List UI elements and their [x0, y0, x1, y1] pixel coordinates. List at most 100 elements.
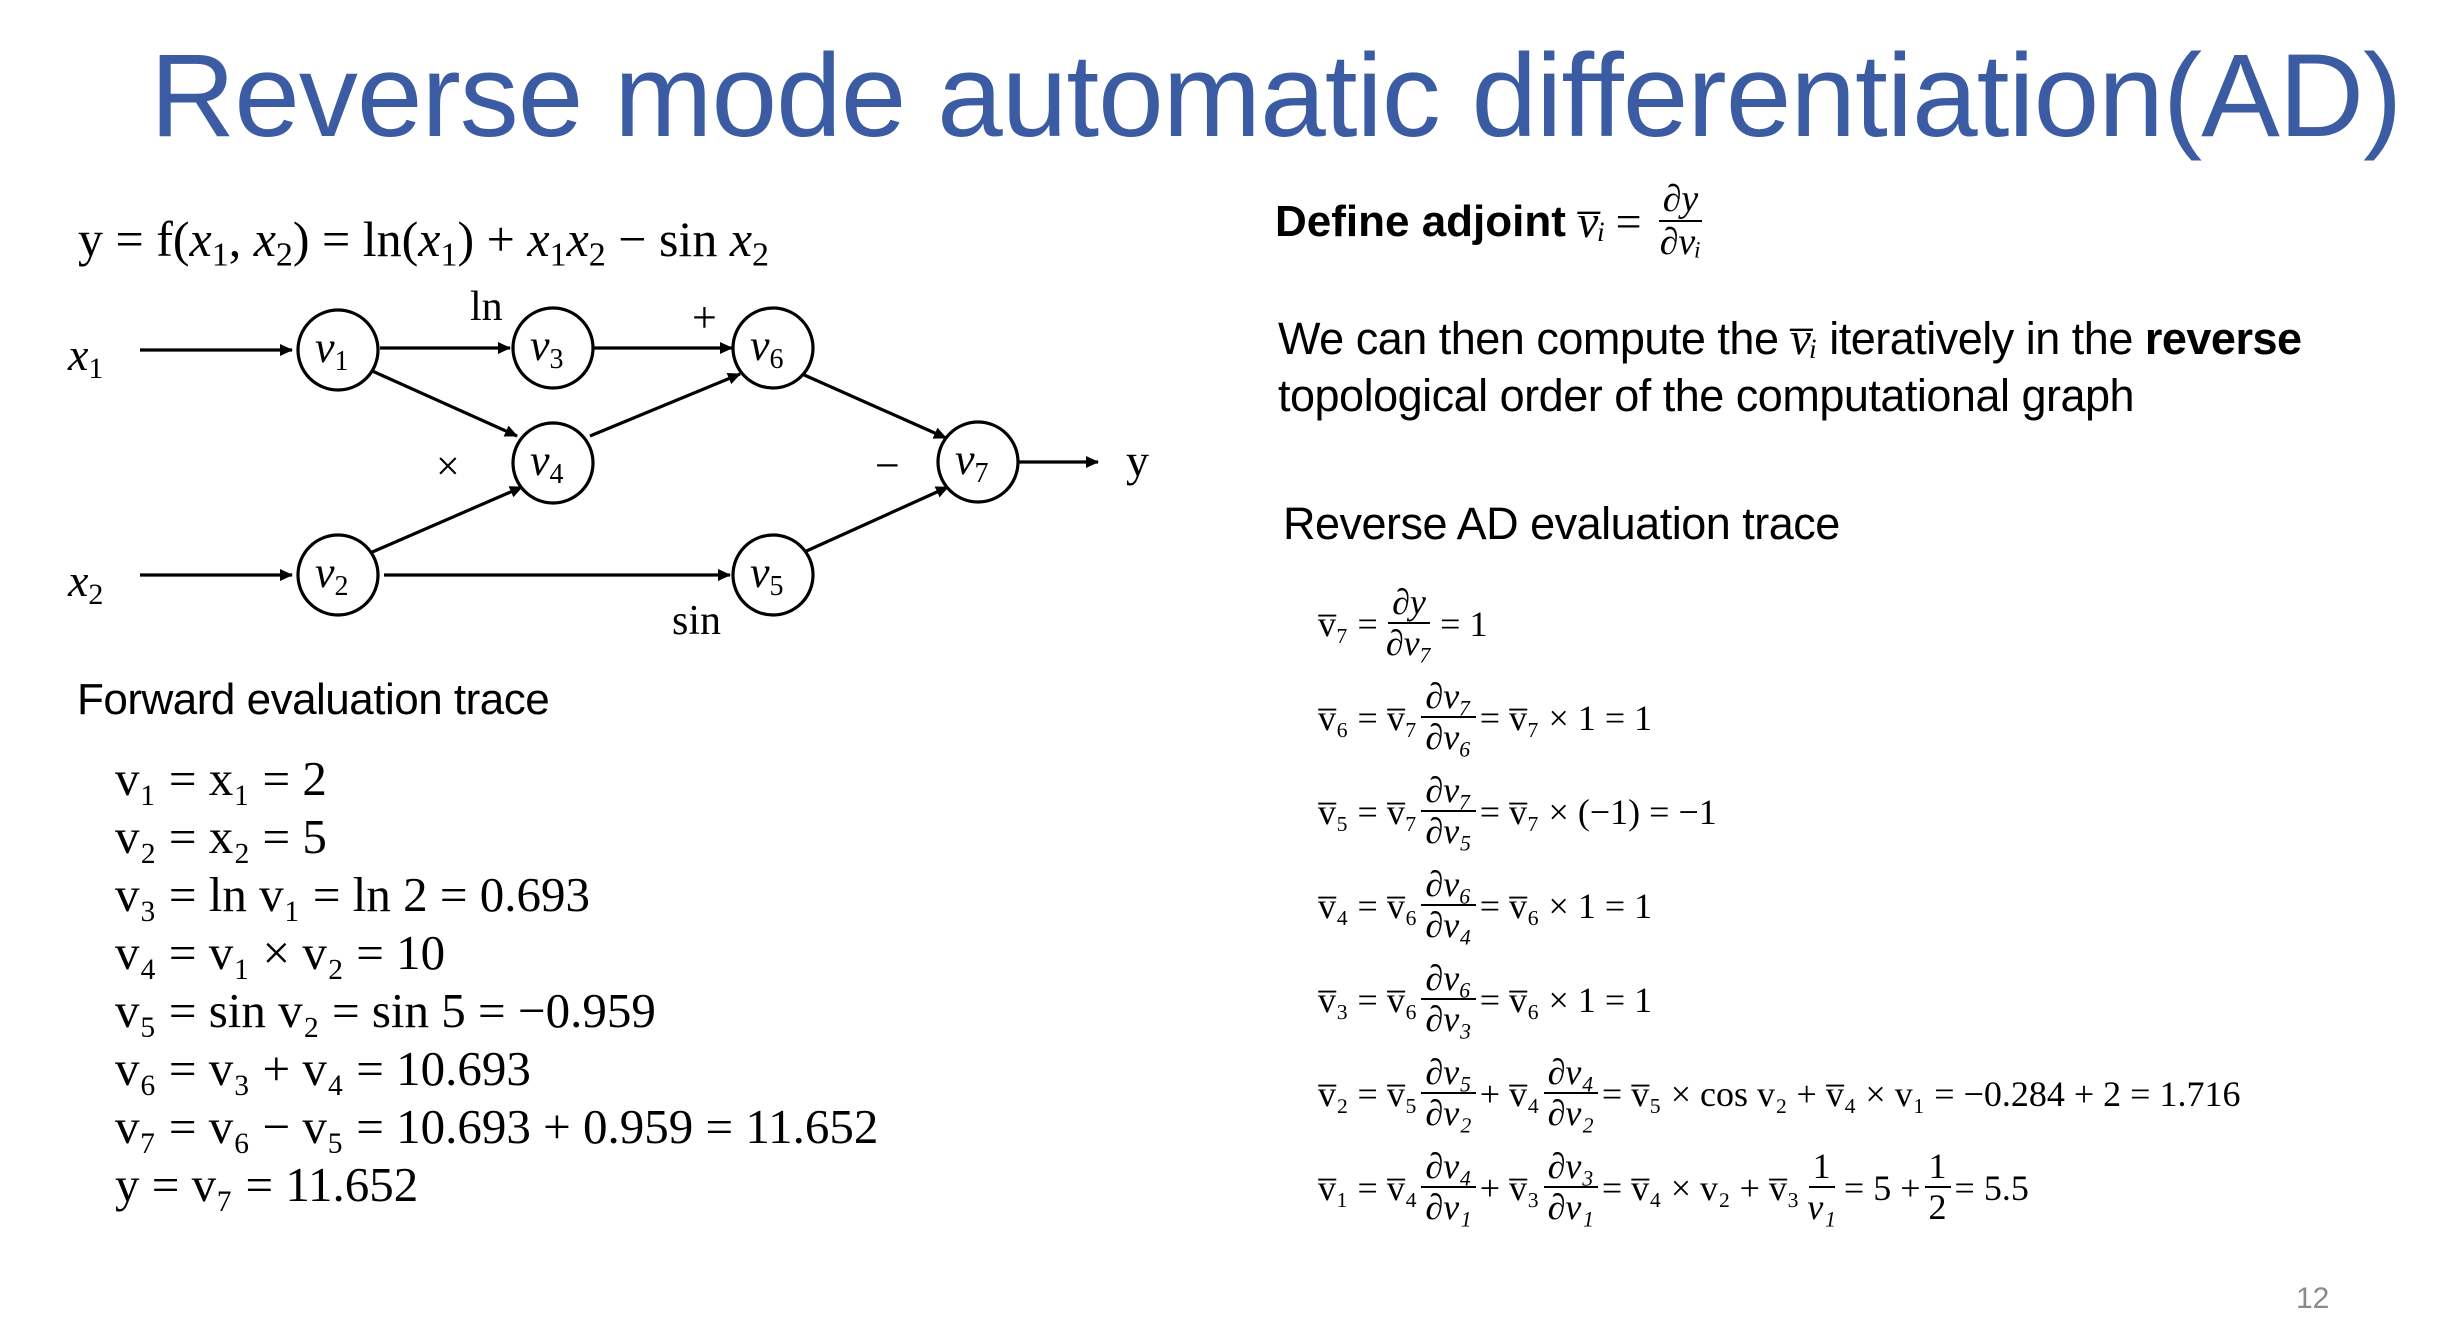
- rl1-num-b: ∂v₃: [1543, 1147, 1598, 1188]
- rl1-num-d: 1: [1924, 1147, 1951, 1188]
- forward-line-4: v₄ = v₁ × v₂ = 10: [115, 925, 446, 980]
- node-v3: [511, 306, 595, 390]
- desc-bold: reverse: [2144, 313, 2302, 364]
- fd-minus-sin: − sin: [605, 211, 730, 267]
- rl2-lhs: v̅₂ = v̅₅: [1318, 1073, 1418, 1114]
- input-x1-label: x1: [67, 329, 103, 385]
- op-sin-label: sin: [672, 598, 721, 644]
- rl7-num: ∂y: [1388, 583, 1430, 624]
- rl6-frac: ∂v₇∂v₆: [1421, 677, 1476, 757]
- rl7-rest: = 1: [1440, 603, 1488, 644]
- forward-line-7: v₇ = v₆ − v₅ = 10.693 + 0.959 = 11.652: [115, 1099, 879, 1154]
- reverse-line-2: v̅₂ = v̅₅ ∂v₅∂v₂ + v̅₄ ∂v₄∂v₂ = v̅₅ × co…: [1318, 1053, 2241, 1133]
- rl7-lhs: v̅₇ =: [1318, 603, 1378, 644]
- adjoint-num: ∂y: [1658, 179, 1703, 222]
- adjoint-symbol: v̅ᵢ: [1577, 196, 1606, 248]
- rl1-frac-b: ∂v₃∂v₁: [1543, 1147, 1598, 1227]
- rl4-lhs: v̅₄ = v̅₆: [1318, 885, 1418, 926]
- op-plus-label: +: [692, 293, 717, 342]
- page-number: 12: [2296, 1282, 2330, 1315]
- rl2-den-a: ∂v₂: [1425, 1092, 1472, 1133]
- rl4-rest: = v̅₆ × 1 = 1: [1479, 885, 1653, 926]
- adjoint-label: Define adjoint: [1275, 196, 1566, 246]
- rl1-num-a: ∂v₄: [1421, 1147, 1476, 1188]
- reverse-line-1: v̅₁ = v̅₄ ∂v₄∂v₁ + v̅₃ ∂v₃∂v₁ = v̅₄ × v₂…: [1318, 1147, 2029, 1227]
- input-x2-label: x2: [67, 555, 103, 611]
- forward-line-2: v₂ = x₂ = 5: [115, 809, 327, 864]
- fd-rhs-x1: x: [418, 211, 441, 267]
- rl2-rest: = v̅₅ × cos v₂ + v̅₄ × v₁ = −0.284 + 2 =…: [1601, 1073, 2241, 1114]
- fd-rhs-mid: ) +: [457, 211, 528, 267]
- rl1-den-d: 2: [1928, 1186, 1947, 1227]
- rl1-num-c: 1: [1808, 1147, 1835, 1188]
- node-v4: [511, 421, 595, 505]
- rl1-rest: = 5.5: [1954, 1167, 2029, 1208]
- rl7-frac: ∂y∂v₇: [1382, 583, 1436, 663]
- reverse-line-5: v̅₅ = v̅₇ ∂v₇∂v₅ = v̅₇ × (−1) = −1: [1318, 771, 1717, 851]
- node-v3-label: v3: [530, 321, 564, 375]
- fd-prod-x1-sub: 1: [549, 236, 567, 274]
- rl4-frac: ∂v₆∂v₄: [1421, 865, 1476, 945]
- fd-x1-sub: 1: [211, 236, 229, 274]
- rl1-den-a: ∂v₁: [1425, 1186, 1472, 1227]
- rl5-den: ∂v₅: [1425, 810, 1472, 851]
- rl2-frac-b: ∂v₄∂v₂: [1543, 1053, 1598, 1133]
- rl6-num: ∂v₇: [1421, 677, 1476, 718]
- rl3-den: ∂v₃: [1425, 998, 1472, 1039]
- adjoint-description-line1: We can then compute the v̅ᵢ iteratively …: [1278, 312, 2302, 365]
- edge-v2-v4: [369, 485, 523, 555]
- node-v7-label: v7: [955, 435, 989, 489]
- reverse-line-6: v̅₆ = v̅₇ ∂v₇∂v₆ = v̅₇ × 1 = 1: [1318, 677, 1653, 757]
- edge-v5-v7: [801, 485, 949, 555]
- fd-rhs-x1-sub: 1: [440, 236, 458, 274]
- reverse-line-3: v̅₃ = v̅₆ ∂v₆∂v₃ = v̅₆ × 1 = 1: [1318, 959, 1652, 1039]
- forward-line-3: v₃ = ln v₁ = ln 2 = 0.693: [115, 867, 591, 922]
- rl1-frac-a: ∂v₄∂v₁: [1421, 1147, 1476, 1227]
- rl6-rest: = v̅₇ × 1 = 1: [1479, 697, 1653, 738]
- op-minus-label: −: [875, 441, 900, 490]
- reverse-line-7: v̅₇ = ∂y∂v₇ = 1: [1318, 583, 1488, 663]
- fd-lhs: y = f(: [78, 211, 190, 267]
- node-v6: [731, 306, 815, 390]
- fd-x2-sub: 2: [275, 236, 293, 274]
- output-y-label: y: [1126, 435, 1149, 486]
- rl2-frac-a: ∂v₅∂v₂: [1421, 1053, 1476, 1133]
- desc-sym: v̅ᵢ: [1790, 313, 1818, 364]
- rl5-num: ∂v₇: [1421, 771, 1476, 812]
- rl3-num: ∂v₆: [1421, 959, 1476, 1000]
- rl7-den: ∂v₇: [1385, 622, 1433, 663]
- rl6-den: ∂v₆: [1425, 716, 1472, 757]
- fd-rhs: ) = ln(: [292, 211, 419, 267]
- fd-x1: x: [189, 211, 212, 267]
- rl1-rest-pre: = v̅₄ × v₂ + v̅₃: [1601, 1167, 1800, 1208]
- rl5-rest: = v̅₇ × (−1) = −1: [1479, 791, 1717, 832]
- fd-sin-x-sub: 2: [752, 236, 770, 274]
- node-v1-label: v1: [315, 323, 349, 377]
- adjoint-description-line2: topological order of the computational g…: [1278, 370, 2135, 421]
- rl2-num-a: ∂v₅: [1421, 1053, 1476, 1094]
- node-v1: [296, 308, 380, 392]
- desc-mid: iteratively in the: [1817, 313, 2145, 364]
- rl1-den-b: ∂v₁: [1547, 1186, 1594, 1227]
- forward-line-5: v₅ = sin v₂ = sin 5 = −0.959: [115, 983, 656, 1038]
- node-v5: [731, 533, 815, 617]
- forward-line-6: v₆ = v₃ + v₄ = 10.693: [115, 1041, 531, 1096]
- function-definition: y = f(x1, x2) = ln(x1) + x1x2 − sin x2: [78, 210, 769, 275]
- rl5-lhs: v̅₅ = v̅₇: [1318, 791, 1418, 832]
- rl4-num: ∂v₆: [1421, 865, 1476, 906]
- fd-sin-x: x: [729, 211, 753, 267]
- forward-line-1: v₁ = x₁ = 2: [115, 751, 327, 806]
- fd-prod-x2-sub: 2: [588, 236, 606, 274]
- rl1-lhs: v̅₁ = v̅₄: [1318, 1167, 1418, 1208]
- op-times-label: ×: [436, 444, 460, 490]
- node-v6-label: v6: [750, 321, 784, 375]
- forward-line-8: y = v₇ = 11.652: [115, 1157, 419, 1212]
- adjoint-fraction: ∂y ∂vᵢ: [1656, 179, 1706, 264]
- fd-prod-x2: x: [566, 211, 589, 267]
- rl3-lhs: v̅₃ = v̅₆: [1318, 979, 1418, 1020]
- rl2-mid: + v̅₄: [1479, 1073, 1540, 1114]
- rl2-den-b: ∂v₂: [1547, 1092, 1594, 1133]
- rl1-rest-mid: = 5 +: [1843, 1167, 1921, 1208]
- node-v2: [296, 533, 380, 617]
